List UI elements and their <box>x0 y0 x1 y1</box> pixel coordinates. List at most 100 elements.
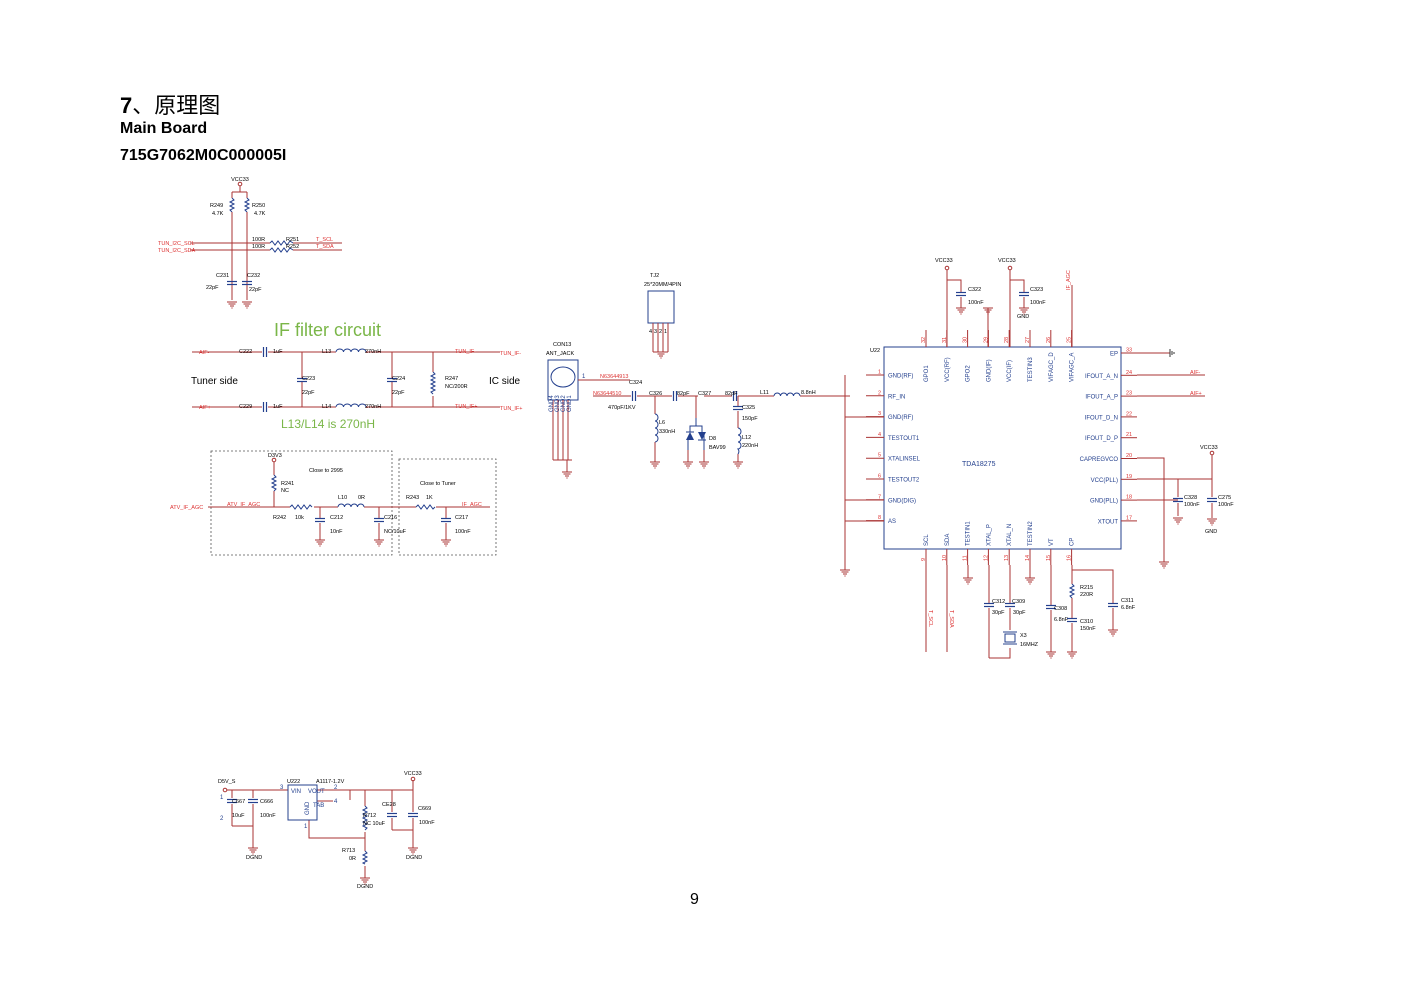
label-d5v-s: D5V_S <box>218 779 236 785</box>
tda18275-name: TDA18275 <box>962 461 996 468</box>
pin-name-top-27: TESTIN3 <box>1028 357 1034 382</box>
pin-num-bottom-13: 13 <box>1004 555 1010 561</box>
con13-pin-gnd1: GND1 <box>567 395 573 412</box>
pin-gnd: GND <box>305 801 311 815</box>
pin-num-top-31: 31 <box>942 337 948 343</box>
label-c667-value: 10uF <box>232 813 245 819</box>
label-c312-value: 30pF <box>992 610 1005 616</box>
pin-name-bottom-11: TESTIN1 <box>966 521 972 546</box>
pin-num-left-8: 8 <box>878 515 881 521</box>
pin-name-bottom-16: CP <box>1070 538 1076 546</box>
rf-input-block: TJ2 25*20MM/4PIN 4 3 2 1 CON13 ANT_JACK … <box>546 273 850 479</box>
pin-name-bottom-12: XTAL_P <box>986 524 992 546</box>
pin-name-bottom-9: SCL <box>924 534 930 546</box>
pin-name-left-8: AS <box>888 519 896 525</box>
label-c216-value: NC/10uF <box>384 529 407 535</box>
pin-num-top-29: 29 <box>983 337 989 343</box>
section-title: 、原理图 <box>132 94 221 119</box>
label-c224: C224 <box>392 376 405 382</box>
label-c323: C323 <box>1030 287 1043 293</box>
tuner-top-pins: 32GPO131VCC(RF)30GPO229GND(IF)28VCC(IF)2… <box>921 330 1076 382</box>
pin-num-right-17: 17 <box>1126 515 1132 521</box>
net-t-scl: T_SCL <box>316 237 333 243</box>
u222-pin-4: 4 <box>334 799 338 805</box>
con13-pin-gnd3: GND3 <box>555 395 561 412</box>
con13-pin-1: 1 <box>582 374 586 380</box>
pin-name-left-7: GND(DIG) <box>888 498 916 504</box>
label-r215-value: 220R <box>1080 592 1093 598</box>
pin-name-right-33: EP <box>1110 352 1118 358</box>
label-ic-side: IC side <box>489 376 521 387</box>
label-c324-value: 470pF/1KV <box>608 405 636 411</box>
label-c666-value: 100nF <box>260 813 276 819</box>
pin-name-top-30: GPO2 <box>966 365 972 382</box>
label-r251: R251 <box>286 237 299 243</box>
label-c326-value: 82pF <box>677 391 690 397</box>
label-u222-value: A1117-1.2V <box>316 779 345 785</box>
u222-pin-1: 1 <box>304 824 308 830</box>
label-c326: C326 <box>649 391 662 397</box>
label-l13: L13 <box>322 349 331 355</box>
net-if-agc-tuner: IF_AGC <box>1066 270 1072 290</box>
label-r243-value: 1K <box>426 495 433 501</box>
label-c667: C667 <box>232 799 245 805</box>
label-c669-value: 100nF <box>419 820 435 826</box>
net-aif-plus-out: AIF+ <box>1190 391 1202 397</box>
pin-num-top-30: 30 <box>963 337 969 343</box>
label-ce28: CE28 <box>382 802 396 808</box>
label-c322-value: 100nF <box>968 300 984 306</box>
pin-num-bottom-10: 10 <box>942 555 948 561</box>
label-r241-value: NC <box>281 488 289 494</box>
label-c217: C217 <box>455 515 468 521</box>
net-atv-if-agc: ATV_IF_AGC <box>227 502 260 508</box>
label-x3-value: 16MHZ <box>1020 642 1039 648</box>
pin-name-right-23: IFOUT_A_P <box>1085 395 1118 401</box>
label-vcc33-b: VCC33 <box>998 258 1016 264</box>
pin-vin: VIN <box>291 789 301 795</box>
label-l13-value: 270nH <box>365 349 381 355</box>
section-heading: 7、原理图 <box>120 88 220 120</box>
label-close-to-2995: Close to 2995 <box>309 468 343 474</box>
tda18275-body <box>883 346 1122 550</box>
pin-num-bottom-12: 12 <box>983 555 989 561</box>
label-r251-value: 100R <box>252 237 265 243</box>
label-gnd: GND <box>1017 314 1029 320</box>
label-c229-value: 1uF <box>273 404 283 410</box>
board-name: Main Board <box>120 120 208 137</box>
pin-name-bottom-13: XTAL_N <box>1007 524 1013 546</box>
pin-name-right-19: VCC(PLL) <box>1091 478 1118 484</box>
label-vcc33-ldo: VCC33 <box>404 771 422 777</box>
net-n63644913: N63644913 <box>600 374 628 380</box>
label-r713-value: 0R <box>349 856 356 862</box>
net-tun-i2c-sda: TUN_I2C_SDA <box>158 248 196 254</box>
label-c216: C216 <box>384 515 397 521</box>
c667-pin-2: 2 <box>220 816 224 822</box>
label-c666: C666 <box>260 799 273 805</box>
page-number: 9 <box>690 891 699 908</box>
pin-name-right-24: IFOUT_A_N <box>1085 374 1118 380</box>
tuner-bottom-pins: 9SCL10SDA11TESTIN112XTAL_P13XTAL_N14TEST… <box>921 521 1076 565</box>
label-r252: R252 <box>286 244 299 250</box>
pin-num-right-33: 33 <box>1126 348 1132 354</box>
tj2-pin-4: 4 <box>649 329 652 335</box>
pin-name-top-29: GND(IF) <box>986 359 992 382</box>
pin-num-right-18: 18 <box>1126 495 1132 501</box>
pin-name-left-3: GND(RF) <box>888 415 913 421</box>
label-c275-value: 100nF <box>1218 502 1234 508</box>
label-r250-value: 4.7K <box>254 211 266 217</box>
pin-num-right-19: 19 <box>1126 474 1132 480</box>
pin-num-left-2: 2 <box>878 390 881 396</box>
label-x3: X3 <box>1020 633 1027 639</box>
pin-num-right-20: 20 <box>1126 453 1132 459</box>
label-l10: L10 <box>338 495 347 501</box>
label-c669: C669 <box>418 806 431 812</box>
tuner-left-pins: 1GND(RF)2RF_IN3GND(RF)4TESTOUT15XTALINSE… <box>866 370 921 525</box>
label-con13-value: ANT_JACK <box>546 351 574 357</box>
pin-name-left-4: TESTOUT1 <box>888 436 920 442</box>
label-u222: U222 <box>287 779 300 785</box>
label-l14: L14 <box>322 404 331 410</box>
label-vcc33-a: VCC33 <box>935 258 953 264</box>
label-r243: R243 <box>406 495 419 501</box>
pin-vout: VOUT <box>308 789 325 795</box>
